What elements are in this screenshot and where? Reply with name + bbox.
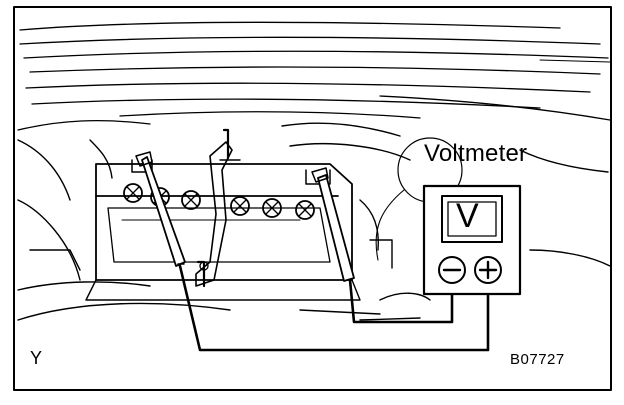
corner-label: Y [30,348,43,368]
negative-terminal-icon[interactable] [439,257,465,283]
figure-frame [14,7,611,390]
voltmeter-display-glyph: V [456,197,479,235]
engine-bay-left [18,140,230,320]
probe-icon [136,152,354,281]
figure-code: B07727 [510,351,565,368]
battery-clamp [196,130,240,286]
positive-terminal-icon[interactable] [475,257,501,283]
engine-bay-right [282,123,610,320]
voltmeter-label: Voltmeter [424,140,528,167]
test-leads [180,266,488,350]
hood-lines [18,22,610,130]
